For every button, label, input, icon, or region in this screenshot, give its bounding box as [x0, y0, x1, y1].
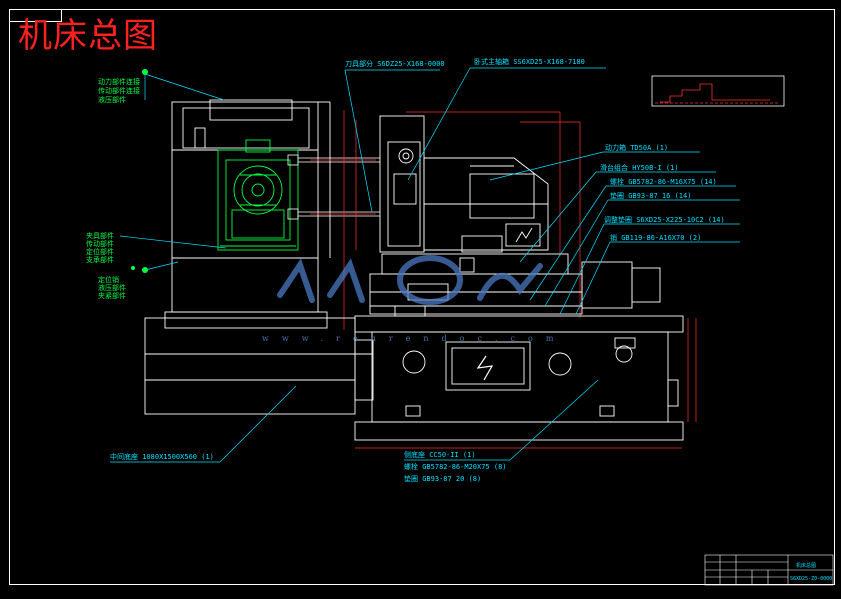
callout-tool-part: 刀具部分 S6DZ25-X168-0000	[345, 60, 445, 68]
title-block-name: 机床总图	[796, 563, 817, 569]
note-mid-3: 定位部件	[86, 248, 114, 256]
dimension-lines	[160, 110, 697, 449]
note-mid-1: 夹具部件	[86, 232, 114, 240]
callout-side-washer: 垫圈 GB93-87 20 (8)	[404, 475, 482, 483]
middle-base	[144, 317, 374, 415]
leader-dots	[131, 69, 148, 273]
callout-screw: 螺栓 GB5782-86-M16X75 (14)	[610, 178, 717, 186]
callout-washer: 垫圈 GB93-87 16 (14)	[610, 192, 692, 200]
fixture-column	[164, 99, 331, 329]
note-low-2: 液压部件	[98, 284, 126, 292]
sheet-border	[9, 9, 835, 585]
watermark-logo	[277, 255, 543, 305]
callout-side-base: 侧底座 CC50-II (1)	[404, 451, 476, 459]
note-low-1: 定位销	[98, 276, 119, 284]
side-base	[354, 315, 684, 441]
callout-horizontal-spindle: 卧式主轴箱 SS6XD25-X168-7180	[474, 58, 585, 66]
note-top-3: 液压部件	[98, 96, 126, 104]
callout-slide-table: 滑台组合 HY50B-I (1)	[600, 164, 679, 172]
leader-lines	[110, 67, 740, 463]
note-mid-4: 支承部件	[86, 256, 114, 264]
drawing-title: 机床总图	[18, 16, 158, 56]
watermark-url: www.renrendoc.com	[262, 334, 567, 343]
callout-power-head: 动力箱 TD50A (1)	[605, 144, 669, 152]
note-top-1: 动力部件连接	[98, 78, 140, 86]
spindle-box	[379, 115, 549, 253]
note-mid-2: 传动部件	[86, 240, 114, 248]
callout-adjust-block: 调整垫圈 S6XD25-X225-10C2 (14)	[604, 216, 725, 224]
title-block	[704, 554, 834, 586]
gearbox-drawing	[217, 139, 299, 251]
detail-sketch	[651, 75, 785, 107]
tool-spindles	[287, 154, 380, 220]
title-block-code: S6XD25-Z0-0000	[790, 576, 833, 582]
callout-pin: 销 GB119-86-A16X70 (2)	[610, 234, 702, 242]
note-low-3: 夹紧部件	[98, 292, 126, 300]
callout-side-screw: 螺栓 GB5782-86-M20X75 (8)	[404, 463, 507, 471]
callout-middle-base: 中间底座 1080X1500X560 (1)	[110, 453, 214, 461]
note-top-2: 传动部件连接	[98, 87, 140, 95]
